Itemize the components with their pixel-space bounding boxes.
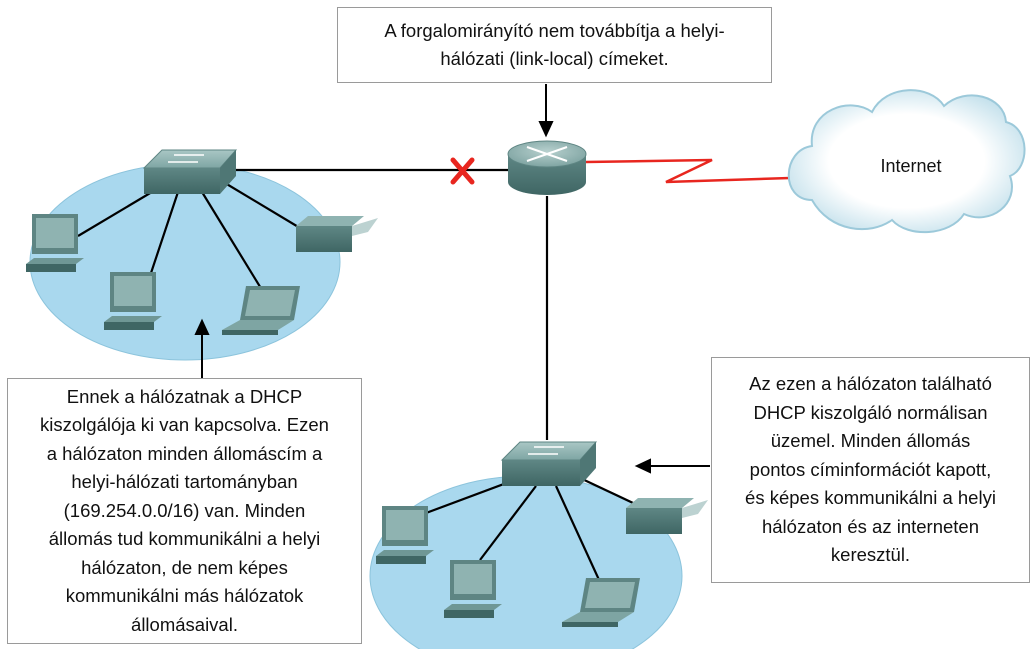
cloud-icon bbox=[787, 89, 1026, 233]
printer-icon bbox=[626, 498, 708, 534]
serial-link-icon bbox=[585, 158, 791, 184]
arrows bbox=[194, 84, 710, 474]
router-icon bbox=[507, 140, 587, 195]
switch-icon bbox=[500, 441, 598, 486]
internet-cloud-label: Internet bbox=[880, 156, 942, 176]
computer-icon bbox=[26, 214, 84, 272]
left-network-note-callout: Ennek a hálózatnak a DHCP kiszolgálója k… bbox=[7, 378, 362, 644]
computer-icon bbox=[376, 506, 434, 564]
blocked-x-icon bbox=[450, 157, 475, 185]
router-note-callout: A forgalomirányító nem továbbítja a hely… bbox=[337, 7, 772, 83]
switch-icon bbox=[142, 149, 238, 194]
right-network-note-callout: Az ezen a hálózaton található DHCP kiszo… bbox=[711, 357, 1030, 583]
laptop-icon bbox=[222, 286, 300, 335]
computer-icon bbox=[444, 560, 502, 618]
computer-icon bbox=[104, 272, 162, 330]
printer-icon bbox=[296, 216, 378, 252]
laptop-icon bbox=[562, 578, 640, 627]
